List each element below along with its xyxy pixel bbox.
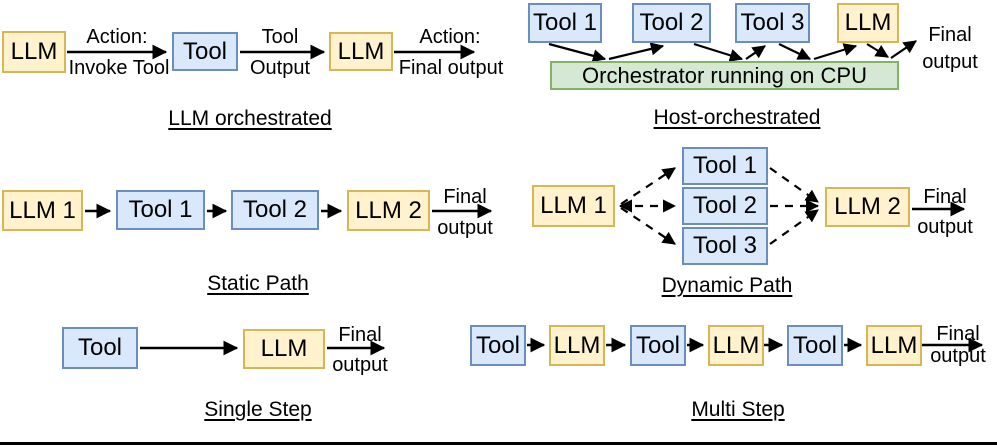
llm-box: LLM — [708, 325, 764, 366]
tool-box: Tool — [62, 327, 138, 369]
llm-box: LLM — [243, 329, 325, 369]
orchestrator-box: Orchestrator running on CPU — [550, 61, 899, 90]
diagram-title-multi-step: Multi Step — [691, 398, 785, 421]
tool-box: Tool — [470, 325, 526, 366]
tool-box: Tool — [630, 325, 686, 366]
diagram-title-single-step: Single Step — [204, 398, 312, 421]
llm-box: LLM 2 — [825, 187, 910, 227]
tool-box: Tool 2 — [231, 190, 319, 230]
edge-label-action: Action: — [419, 26, 481, 48]
tool-box: Tool 2 — [682, 187, 768, 225]
tool-box: Tool 1 — [116, 190, 205, 230]
dynamic-path-arrows — [618, 167, 966, 245]
edge-label-action: Action: — [86, 26, 148, 48]
edge-label-output: Output — [249, 57, 311, 79]
llm-box: LLM — [329, 32, 393, 71]
diagram-title-llm-orchestrated: LLM orchestrated — [168, 107, 332, 130]
host-orchestrated-arrows — [548, 40, 917, 63]
final-output-label: Final output — [930, 323, 986, 367]
final-output-label: Final output — [922, 24, 978, 73]
tool-box: Tool 1 — [682, 147, 768, 185]
llm-box: LLM — [837, 3, 899, 43]
llm-box: LLM 1 — [532, 185, 615, 227]
diagram-title-dynamic-path: Dynamic Path — [661, 274, 793, 297]
tool-box: Tool 3 — [735, 3, 810, 43]
llm-box: LLM — [2, 31, 66, 73]
bottom-rule — [0, 442, 997, 445]
llm-box: LLM 2 — [347, 190, 430, 231]
edge-label-invoke-tool: Invoke Tool — [68, 57, 170, 79]
diagram-title-host-orchestrated: Host-orchestrated — [653, 106, 821, 129]
edge-label-final-output: Final output — [398, 57, 504, 79]
final-output-label: Final output — [437, 186, 493, 239]
diagram-title-static-path: Static Path — [207, 272, 309, 295]
tool-box: Tool — [787, 325, 843, 366]
llm-box: LLM 1 — [2, 190, 83, 231]
tool-box: Tool — [172, 32, 238, 71]
tool-box: Tool 3 — [682, 227, 768, 265]
final-output-label: Final output — [332, 324, 388, 376]
tool-box: Tool 2 — [632, 3, 711, 43]
llm-box: LLM — [549, 325, 605, 366]
final-output-label: Final output — [917, 186, 973, 238]
llm-box: LLM — [866, 325, 922, 366]
tool-box: Tool 1 — [528, 3, 602, 43]
edge-label-tool: Tool — [261, 26, 299, 48]
